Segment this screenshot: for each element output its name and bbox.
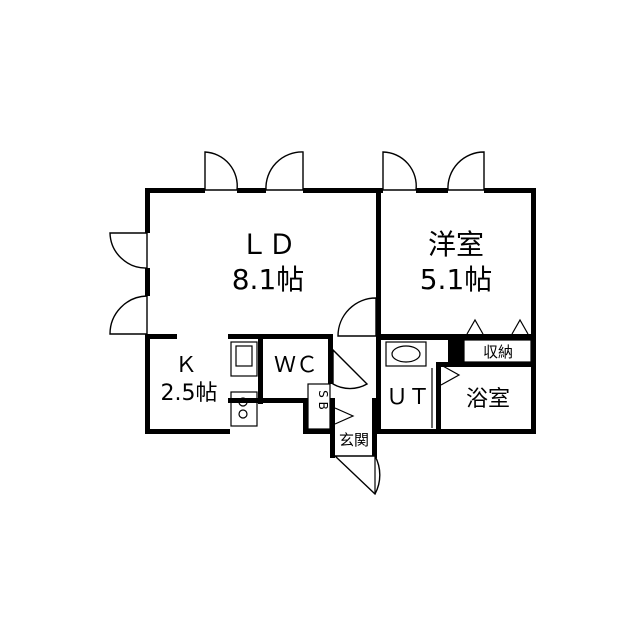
- storage-box: [463, 339, 532, 363]
- room-labels: ＬＤ 8.1帖 洋室 5.1帖 Ｋ 2.5帖 ＷＣ ＵＴ 浴室 収納 S B 玄…: [161, 228, 514, 449]
- wall-ld-kitchen: [145, 334, 177, 339]
- door-corridor: [337, 297, 377, 337]
- yoshitsu-size: 5.1帖: [420, 263, 493, 296]
- burner-1-icon: [238, 397, 248, 407]
- door-bath: [440, 364, 461, 386]
- wall-sb-left: [303, 398, 308, 433]
- door-top-3: [382, 151, 417, 191]
- fixtures: [230, 339, 532, 430]
- wall-top-5: [484, 188, 536, 193]
- wall-bottom-wc: [228, 398, 308, 403]
- wall-kitchen-wc: [258, 334, 263, 404]
- wall-top-1: [145, 188, 205, 193]
- door-top-1: [204, 151, 238, 191]
- door-wc: [332, 348, 369, 390]
- wall-wc-right: [328, 334, 333, 384]
- kitchen-sink: [230, 341, 258, 377]
- wall-entrance-left: [330, 398, 335, 458]
- wc-name: ＷＣ: [274, 353, 318, 378]
- door-top-2: [265, 151, 304, 191]
- wall-entrance-right: [372, 398, 377, 458]
- bath-name: 浴室: [466, 387, 510, 412]
- wall-ut-bath: [436, 362, 441, 434]
- door-sb: [334, 407, 355, 425]
- wall-ut-left: [376, 334, 381, 434]
- door-left-1: [109, 232, 148, 269]
- wall-bath-top: [436, 362, 536, 367]
- doors: [109, 151, 529, 496]
- wall-top-3: [303, 188, 383, 193]
- storage-door-1: [466, 318, 484, 335]
- wall-left-2: [145, 268, 150, 296]
- shoe-box: [307, 383, 331, 430]
- kitchen-size: 2.5帖: [161, 381, 218, 406]
- wall-left-1: [145, 188, 150, 233]
- storage-name: 収納: [483, 343, 513, 361]
- yoshitsu-name: 洋室: [428, 228, 484, 261]
- kitchen-stove: [230, 391, 258, 427]
- wall-ld-wc: [228, 334, 332, 339]
- ut-name: ＵＴ: [386, 385, 430, 410]
- kitchen-name: Ｋ: [175, 353, 197, 378]
- door-entrance: [333, 455, 381, 496]
- kitchen-sink-basin: [235, 345, 253, 367]
- wash-basin: [385, 341, 427, 367]
- sb-name: S B: [316, 390, 330, 410]
- wall-left-3: [145, 334, 150, 434]
- storage-door-2: [511, 318, 529, 335]
- wall-right: [531, 188, 536, 433]
- entrance-name: 玄関: [339, 431, 369, 449]
- wash-basin-bowl: [391, 345, 421, 363]
- wall-top-2: [237, 188, 266, 193]
- wall-bottom-kitchen: [145, 429, 230, 434]
- walls: [145, 188, 536, 458]
- door-top-4: [447, 151, 485, 191]
- wall-bottom-sb: [303, 429, 335, 434]
- ld-name: ＬＤ: [240, 228, 296, 261]
- ld-size: 8.1帖: [232, 263, 305, 296]
- burner-2-icon: [238, 409, 248, 419]
- wall-bottom-bath: [376, 429, 536, 434]
- wall-storage-pillar: [448, 334, 464, 362]
- wall-top-4: [416, 188, 448, 193]
- door-left-2: [109, 295, 148, 335]
